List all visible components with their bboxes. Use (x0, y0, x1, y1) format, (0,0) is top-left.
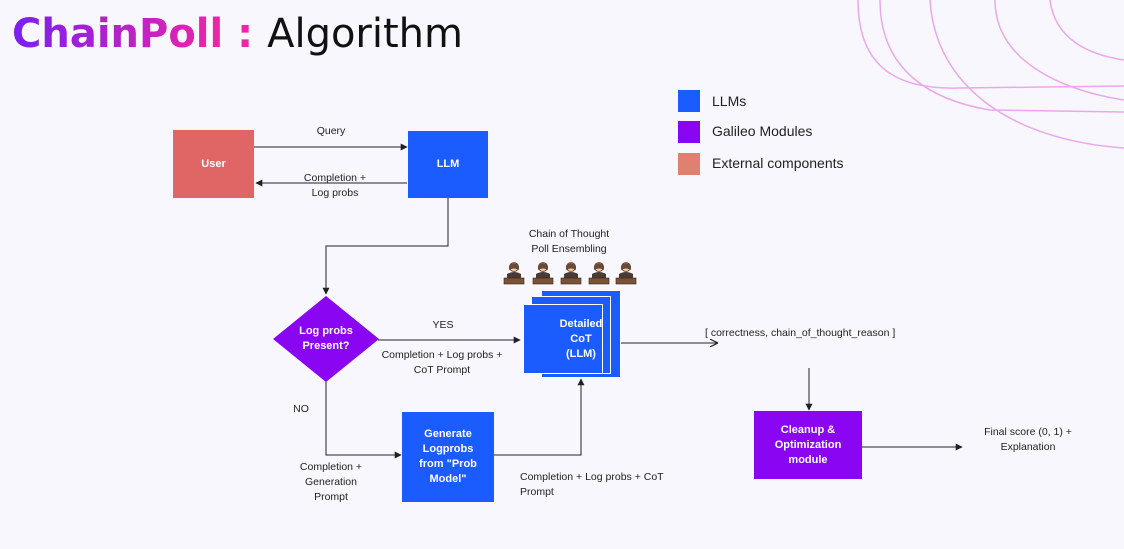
title-separator: : (223, 11, 268, 57)
label-gen-payload: Completion + Log probs + CoT Prompt (520, 471, 664, 498)
judge-icon (560, 262, 582, 285)
edge-no (325, 381, 402, 459)
llm-node: LLM (408, 131, 488, 198)
decision-diamond (273, 296, 379, 382)
cleanup-optimization-node: Cleanup & Optimization module (754, 411, 862, 479)
legend-swatch-llms (678, 90, 700, 112)
legend-swatch-galileo (678, 121, 700, 143)
title-rest: Algorithm (267, 11, 463, 57)
user-node: User (173, 130, 254, 198)
legend-label-llms: LLMs (712, 93, 747, 109)
judge-icon (588, 262, 610, 285)
judge-icon (615, 262, 637, 285)
label-final-score: Final score (0, 1) + Explanation (984, 426, 1072, 453)
legend-label-external: External components (712, 155, 844, 171)
page-title: ChainPoll : Algorithm (12, 8, 463, 60)
title-brand: ChainPoll (12, 11, 224, 57)
decision-label: Log probs Present? (299, 325, 353, 352)
label-no: NO (293, 403, 309, 415)
label-yes: YES (432, 319, 454, 331)
decision-node: Log probs Present? (273, 296, 379, 382)
detailed-cot-node: Detailed CoT (LLM) (559, 317, 603, 360)
label-no-payload: Completion + Generation Prompt (299, 461, 363, 503)
label-completion-logprobs: Completion + Log probs (303, 172, 367, 199)
judge-icon (503, 262, 525, 285)
edge-llm-to-decision (322, 198, 449, 295)
label-cot-output: [ correctness, chain_of_thought_reason ] (705, 327, 896, 339)
cot-stack-front (523, 304, 603, 374)
legend-label-galileo: Galileo Modules (712, 123, 813, 139)
generate-logprobs-node: Generate Logprobs from "Prob Model" (402, 412, 494, 502)
label-query: Query (316, 125, 346, 137)
edge-gen-to-cot (494, 378, 585, 456)
legend-swatch-external (678, 153, 700, 175)
judge-icon (532, 262, 554, 285)
label-yes-payload: Completion + Log probs + CoT Prompt (381, 349, 503, 376)
ensemble-label: Chain of Thought Poll Ensembling (528, 228, 610, 255)
